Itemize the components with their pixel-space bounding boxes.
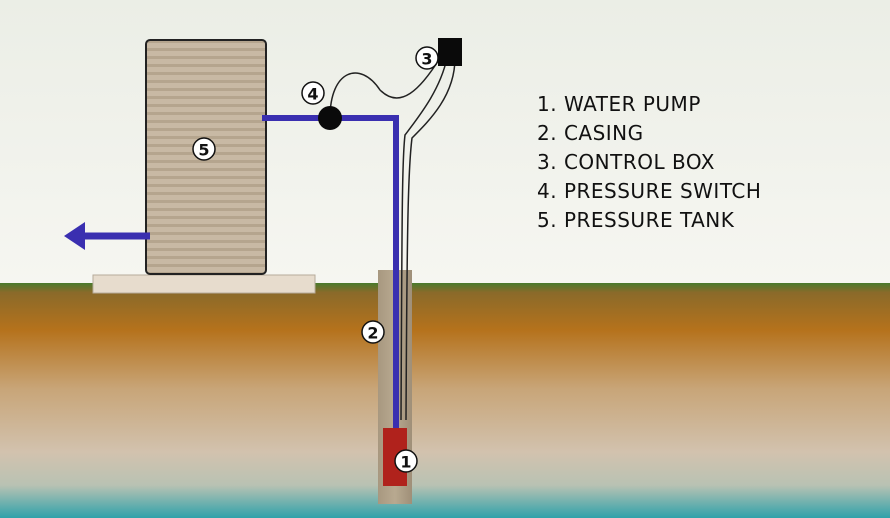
badge-pressure-switch: 4 xyxy=(301,81,325,105)
legend-item-pressure-tank: 5. PRESSURE TANK xyxy=(537,208,735,232)
legend-item-control-box: 3. CONTROL BOX xyxy=(537,150,715,174)
badge-casing: 2 xyxy=(361,320,385,344)
badge-pump-label: 1 xyxy=(400,453,411,472)
legend: 1. WATER PUMP 2. CASING 3. CONTROL BOX 4… xyxy=(537,92,761,232)
badge-pump: 1 xyxy=(394,449,418,473)
control-wire-1 xyxy=(400,57,448,421)
badge-control-box: 3 xyxy=(415,46,439,70)
water-pipe xyxy=(262,115,399,430)
legend-item-pressure-switch: 4. PRESSURE SWITCH xyxy=(537,179,761,203)
control-wire-2 xyxy=(405,57,456,421)
badge-pressure-switch-label: 4 xyxy=(307,85,318,104)
control-box xyxy=(438,38,462,66)
badge-pressure-tank-label: 5 xyxy=(198,141,209,160)
ground-layers xyxy=(0,283,890,518)
badge-control-box-label: 3 xyxy=(421,50,432,69)
badge-pressure-tank: 5 xyxy=(192,137,216,161)
legend-item-water-pump: 1. WATER PUMP xyxy=(537,92,701,116)
switch-wire xyxy=(329,57,441,119)
pressure-switch xyxy=(318,106,342,130)
badge-casing-label: 2 xyxy=(367,324,378,343)
legend-item-casing: 2. CASING xyxy=(537,121,644,145)
tank-pad xyxy=(92,274,316,294)
